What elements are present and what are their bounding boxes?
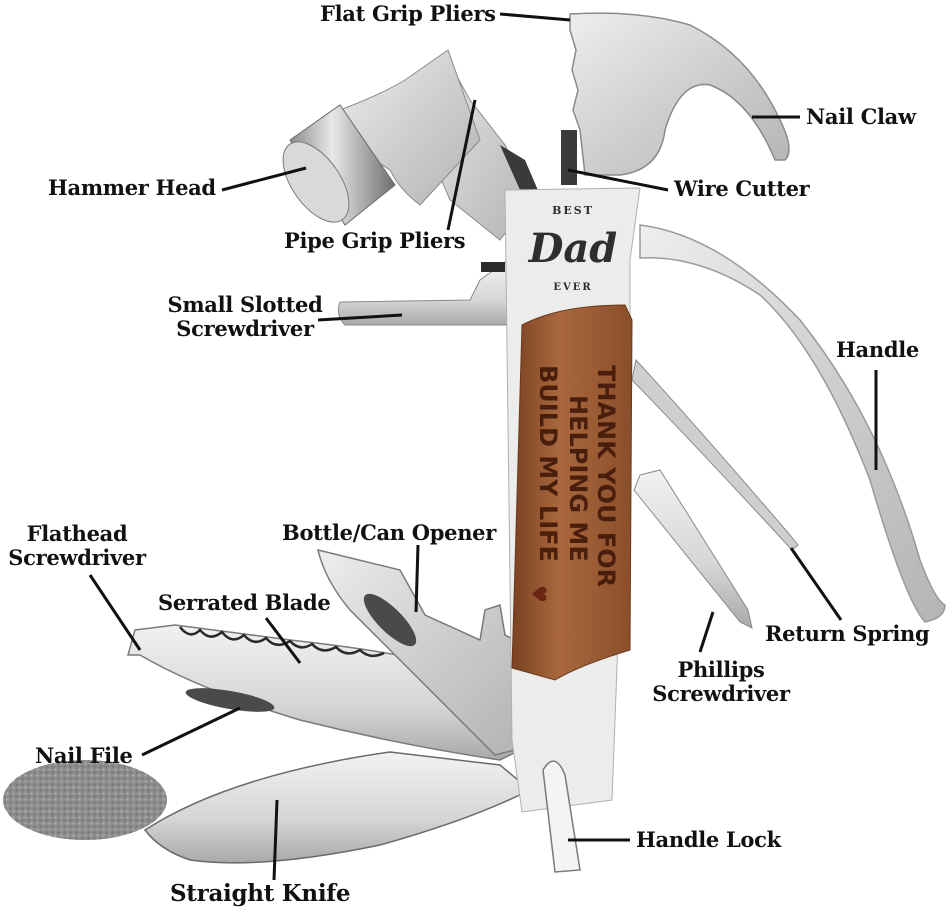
badge-best: BEST bbox=[552, 204, 594, 217]
leader-wire-cutter bbox=[567, 168, 669, 192]
engrave-line-2: HELPING ME bbox=[564, 395, 592, 562]
engrave-line-1: THANK YOU FOR bbox=[592, 365, 620, 587]
leader-return-spring bbox=[789, 547, 843, 621]
leader-flat-grip-pliers bbox=[499, 12, 571, 22]
label-phillips-screwdriver: Phillips Screwdriver bbox=[646, 658, 796, 706]
label-line: Screwdriver bbox=[8, 545, 146, 570]
leader-serrated-blade bbox=[264, 617, 302, 664]
label-nail-file: Nail File bbox=[35, 743, 133, 768]
badge-dad: Dad bbox=[528, 225, 618, 272]
leader-hammer-head bbox=[221, 166, 307, 192]
wood-engraving: THANK YOU FOR HELPING ME BUILD MY LIFE ♥ bbox=[527, 365, 620, 603]
label-bottle-can-opener: Bottle/Can Opener bbox=[282, 520, 496, 545]
leader-pipe-grip-pliers bbox=[446, 99, 477, 231]
label-wire-cutter: Wire Cutter bbox=[674, 176, 810, 201]
wire-cutter-jaw bbox=[561, 130, 577, 185]
nail-file-swatch bbox=[3, 760, 167, 840]
best-dad-ever-badge: BEST Dad EVER bbox=[528, 204, 618, 293]
label-hammer-head: Hammer Head bbox=[48, 175, 216, 200]
engrave-line-3: BUILD MY LIFE bbox=[534, 365, 562, 562]
wood-handle bbox=[511, 304, 633, 681]
handle-lock-tool bbox=[542, 760, 581, 873]
label-flathead-screwdriver: Flathead Screwdriver bbox=[0, 522, 154, 570]
label-line: Flathead bbox=[26, 521, 128, 546]
leader-flathead-screwdriver bbox=[88, 574, 142, 651]
label-line: Screwdriver bbox=[176, 316, 314, 341]
straight-knife-tool bbox=[143, 751, 532, 864]
label-line: Small Slotted bbox=[167, 292, 323, 317]
label-line: Screwdriver bbox=[652, 681, 790, 706]
label-straight-knife: Straight Knife bbox=[170, 880, 351, 907]
leader-lines bbox=[88, 12, 878, 881]
leader-bottle-can-opener bbox=[414, 544, 420, 613]
leader-nail-file bbox=[141, 706, 241, 757]
badge-ever: EVER bbox=[553, 282, 592, 293]
nail-claw-tool bbox=[569, 12, 790, 176]
leader-small-slotted-screwdriver bbox=[317, 313, 403, 322]
label-handle-lock: Handle Lock bbox=[636, 827, 781, 852]
serrated-blade-tool bbox=[127, 624, 522, 761]
label-line: Phillips bbox=[677, 657, 765, 682]
label-serrated-blade: Serrated Blade bbox=[158, 590, 331, 615]
label-small-slotted-screwdriver: Small Slotted Screwdriver bbox=[160, 293, 330, 341]
leader-straight-knife bbox=[272, 799, 279, 881]
heart-icon: ♥ bbox=[527, 585, 551, 603]
label-handle: Handle bbox=[836, 337, 919, 362]
label-pipe-grip-pliers: Pipe Grip Pliers bbox=[284, 228, 466, 253]
label-return-spring: Return Spring bbox=[765, 621, 930, 646]
label-nail-claw: Nail Claw bbox=[806, 104, 916, 129]
label-flat-grip-pliers: Flat Grip Pliers bbox=[320, 1, 496, 26]
leader-phillips-screwdriver bbox=[698, 611, 715, 653]
phillips-screwdriver-tool bbox=[633, 469, 753, 629]
handle-bar bbox=[639, 224, 946, 623]
return-spring bbox=[631, 358, 799, 551]
